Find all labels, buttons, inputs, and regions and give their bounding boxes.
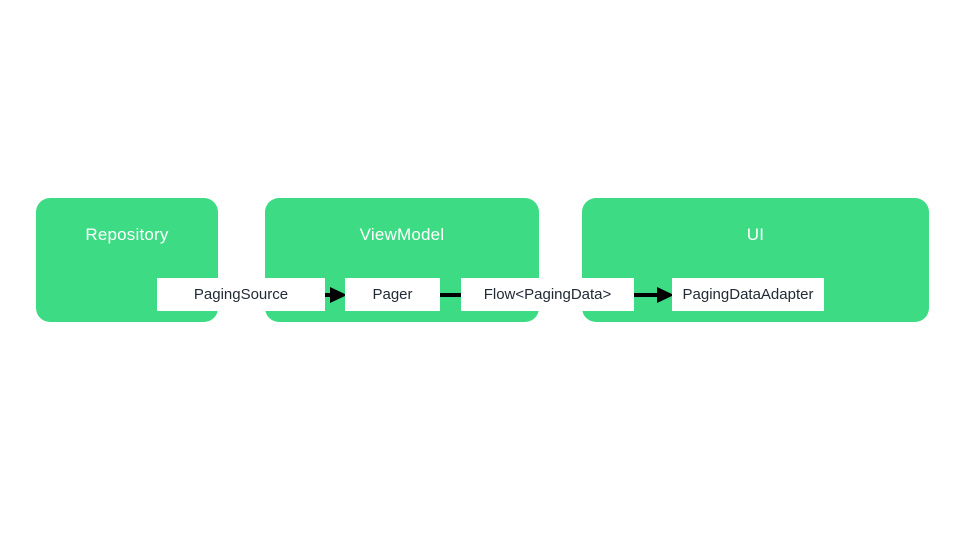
layer-label-viewmodel: ViewModel [359,225,445,244]
connector-flow-to-pagingdataadapter [631,287,674,303]
layer-label-ui: UI [746,225,765,244]
layer-panel-repository: Repository [36,198,218,322]
connector-pager-to-flow [437,293,464,297]
node-flow-pagingdata: Flow<PagingData> [461,278,634,311]
layer-label-repository: Repository [85,225,169,244]
node-pagingdataadapter: PagingDataAdapter [672,278,824,311]
node-pagingsource: PagingSource [157,278,325,311]
node-pager: Pager [345,278,440,311]
